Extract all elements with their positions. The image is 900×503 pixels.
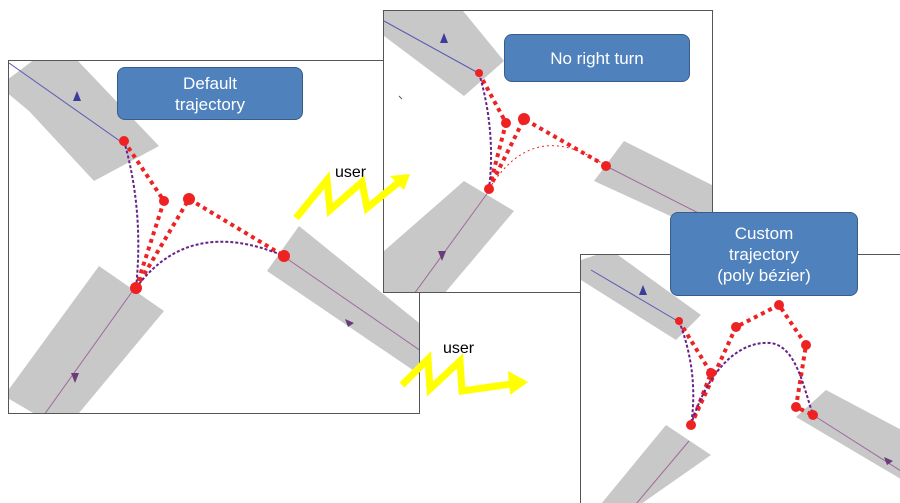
control-point xyxy=(183,193,195,205)
lane-line-nw xyxy=(9,62,128,147)
label-custom-line-1: Custom xyxy=(734,223,794,243)
label-default-trajectory: Default trajectory xyxy=(117,67,303,120)
lane-line-nw xyxy=(590,269,682,324)
control-point xyxy=(706,368,716,378)
control-point xyxy=(475,69,483,77)
trajectory-left xyxy=(478,72,493,190)
control-point xyxy=(278,250,290,262)
control-point xyxy=(119,136,129,146)
control-point xyxy=(801,340,811,350)
custom-scene xyxy=(581,255,900,503)
control-point xyxy=(675,317,683,325)
lane-line-sw xyxy=(44,288,135,413)
control-point xyxy=(808,410,818,420)
lane-line-east xyxy=(605,165,712,221)
lane-line-sw xyxy=(414,190,490,292)
control-point xyxy=(601,161,611,171)
default-scene xyxy=(9,61,419,413)
road-east xyxy=(796,390,900,479)
lane-arrow-icon xyxy=(345,319,354,327)
lane-arrow-icon xyxy=(73,91,81,101)
trajectory-right xyxy=(135,240,285,289)
road-southwest xyxy=(9,266,164,413)
label-default-line-2: trajectory xyxy=(175,94,245,114)
control-point xyxy=(686,420,696,430)
control-point xyxy=(484,184,494,194)
label-custom-trajectory: Custom trajectory (poly bézier) xyxy=(670,212,858,296)
label-custom-line-2: trajectory xyxy=(729,244,799,264)
road-southwest xyxy=(601,425,711,503)
control-polygon-custom xyxy=(689,302,814,426)
control-polygon-right xyxy=(134,196,286,290)
label-no-right-turn: No right turn xyxy=(504,34,690,82)
control-point xyxy=(518,113,530,125)
trajectory-custom xyxy=(690,341,814,426)
lane-arrow-icon xyxy=(884,457,893,465)
road-southwest xyxy=(384,181,514,292)
stray-mark xyxy=(398,95,403,100)
lane-arrow-icon xyxy=(639,285,647,295)
user-label-2: user xyxy=(443,340,475,357)
trajectory-left xyxy=(678,320,695,426)
label-custom-line-3: (poly bézier) xyxy=(717,265,811,285)
lane-line-nw xyxy=(384,20,483,76)
no-right-turn-scene xyxy=(384,11,712,292)
road-northwest xyxy=(581,255,701,340)
road-east xyxy=(594,141,712,236)
lane-arrow-icon xyxy=(440,33,448,43)
trajectory-left xyxy=(123,140,140,289)
road-northwest xyxy=(9,61,159,181)
lane-arrow-icon xyxy=(438,251,446,261)
zigzag-arrow-icon xyxy=(293,171,410,221)
lane-line-east xyxy=(285,257,419,351)
lane-line-sw xyxy=(636,440,690,503)
control-point xyxy=(501,118,511,128)
control-point xyxy=(731,322,741,332)
control-point xyxy=(774,300,784,310)
control-point xyxy=(159,196,169,206)
panel-custom-trajectory xyxy=(580,254,900,503)
control-point xyxy=(130,282,142,294)
control-polygon-right xyxy=(487,116,607,190)
control-point xyxy=(791,402,801,412)
lane-arrow-icon xyxy=(71,373,79,383)
label-no-right-line-1: No right turn xyxy=(550,48,644,68)
label-default-line-1: Default xyxy=(183,73,237,93)
user-label-1: user xyxy=(335,164,367,181)
road-east xyxy=(267,226,419,375)
zigzag-arrow-icon xyxy=(399,351,528,397)
